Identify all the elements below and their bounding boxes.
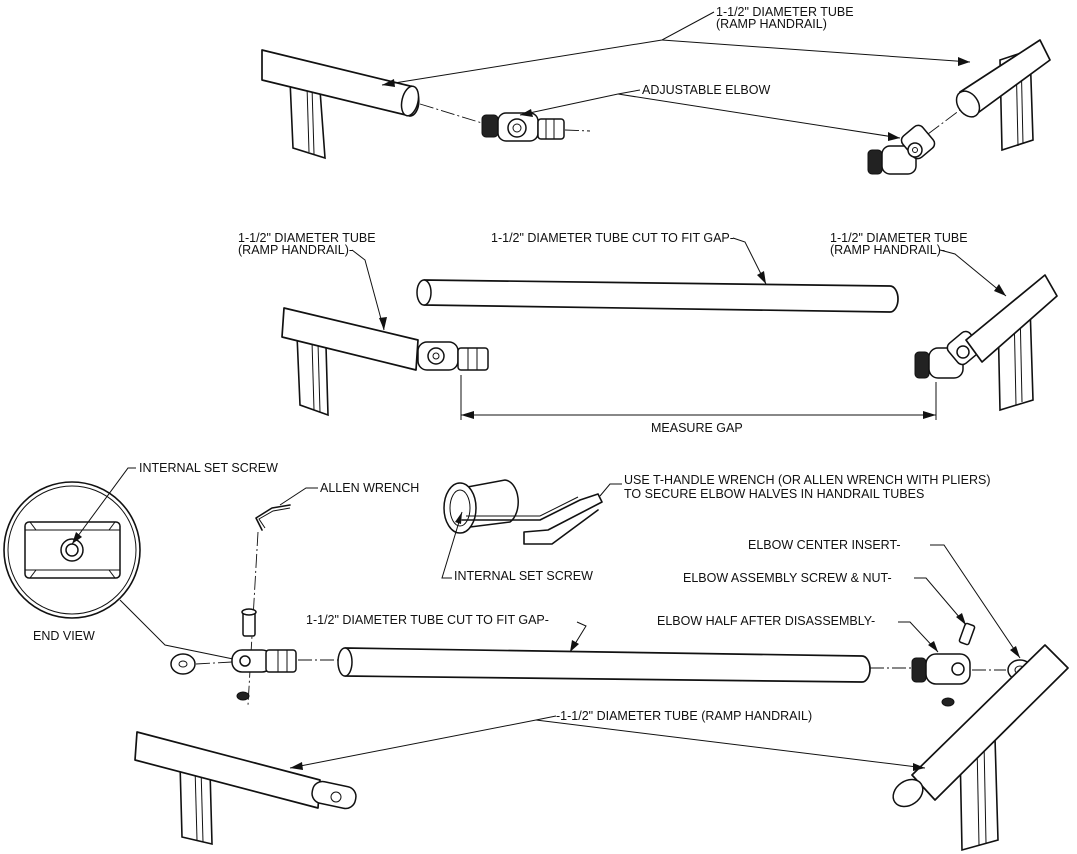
mid-left-tube-leader xyxy=(351,249,385,331)
elbow-center-insert-label: ELBOW CENTER INSERT- xyxy=(748,538,901,552)
internal-set-screw-left-leader xyxy=(71,467,136,545)
mid-cut-tube-leader xyxy=(732,237,767,285)
internal-set-screw-left-label: INTERNAL SET SCREW xyxy=(139,461,278,475)
set-screw xyxy=(241,608,257,637)
top-right-adjustable-elbow xyxy=(867,124,936,175)
elbow-center-insert-leader xyxy=(930,544,1021,659)
end-view-label: END VIEW xyxy=(33,629,95,643)
left-elbow-insert xyxy=(170,653,196,675)
internal-set-screw-center-leader xyxy=(441,511,463,579)
end-view-leader xyxy=(119,599,239,661)
allen-wrench-leader xyxy=(279,487,318,506)
top-right-handrail-tube xyxy=(955,39,1051,152)
mid-right-elbow xyxy=(914,330,982,379)
top-elbow-label: ADJUSTABLE ELBOW xyxy=(642,83,770,97)
mid-cut-tube xyxy=(416,279,899,313)
bottom-tube-leader xyxy=(289,715,557,769)
mid-left-elbow xyxy=(417,341,489,371)
measure-gap-label: MEASURE GAP xyxy=(651,421,743,435)
top-tube-leader xyxy=(381,11,971,87)
t-handle-note-line1: USE T-HANDLE WRENCH (OR ALLEN WRENCH WIT… xyxy=(624,473,990,487)
end-view xyxy=(3,481,141,619)
top-assembly: 1-1/2" DIAMETER TUBE (RAMP HANDRAIL) ADJ… xyxy=(261,5,1051,175)
top-tube-label-line1: 1-1/2" DIAMETER TUBE xyxy=(716,5,854,19)
mid-left-handrail-tube xyxy=(281,307,419,417)
elbow-half-leader xyxy=(898,621,939,653)
middle-assembly: MEASURE GAP 1-1/2" DIAMETER TUBE (RAMP H… xyxy=(238,231,1058,435)
mid-left-tube-label-line2: (RAMP HANDRAIL)- xyxy=(238,243,353,257)
internal-set-screw-center-label: INTERNAL SET SCREW xyxy=(454,569,593,583)
top-left-adjustable-elbow xyxy=(481,112,565,142)
top-left-handrail-tube xyxy=(261,49,420,160)
left-elbow-half xyxy=(231,649,297,673)
mid-cut-tube-label: 1-1/2" DIAMETER TUBE CUT TO FIT GAP- xyxy=(491,231,734,245)
allen-wrench-label: ALLEN WRENCH xyxy=(320,481,419,495)
mid-right-tube-leader xyxy=(939,249,1007,297)
bottom-assembly: END VIEW INTERNAL SET SCREW ALLEN WRENCH xyxy=(3,461,1069,852)
bottom-right-handrail-tube xyxy=(892,644,1069,852)
allen-wrench xyxy=(255,504,291,531)
t-handle-note-line2: TO SECURE ELBOW HALVES IN HANDRAIL TUBES xyxy=(624,487,924,501)
t-handle-note-leader xyxy=(599,483,622,497)
top-elbow-leader xyxy=(519,89,901,141)
right-nut xyxy=(941,697,955,707)
mid-left-tube-label-line1: 1-1/2" DIAMETER TUBE xyxy=(238,231,376,245)
bottom-left-handrail-tube xyxy=(134,731,357,846)
right-elbow-half xyxy=(911,653,971,685)
measure-gap-dimension: MEASURE GAP xyxy=(460,375,937,435)
top-tube-label-line2: (RAMP HANDRAIL) xyxy=(716,17,827,31)
left-nut xyxy=(236,691,250,701)
bottom-cut-tube-label: 1-1/2" DIAMETER TUBE CUT TO FIT GAP- xyxy=(306,613,549,627)
mid-right-tube-label-line1: 1-1/2" DIAMETER TUBE xyxy=(830,231,968,245)
right-screw xyxy=(958,622,976,646)
bottom-tube-label: -1-1/2" DIAMETER TUBE (RAMP HANDRAIL) xyxy=(556,709,812,723)
mid-right-handrail-tube xyxy=(965,274,1058,412)
mid-right-tube-label-line2: (RAMP HANDRAIL)- xyxy=(830,243,945,257)
elbow-assembly-screw-leader xyxy=(914,577,967,626)
elbow-assembly-screw-label: ELBOW ASSEMBLY SCREW & NUT- xyxy=(683,571,892,585)
bottom-cut-tube xyxy=(337,647,871,683)
elbow-half-label: ELBOW HALF AFTER DISASSEMBLY- xyxy=(657,614,875,628)
t-handle-wrench xyxy=(443,479,603,545)
